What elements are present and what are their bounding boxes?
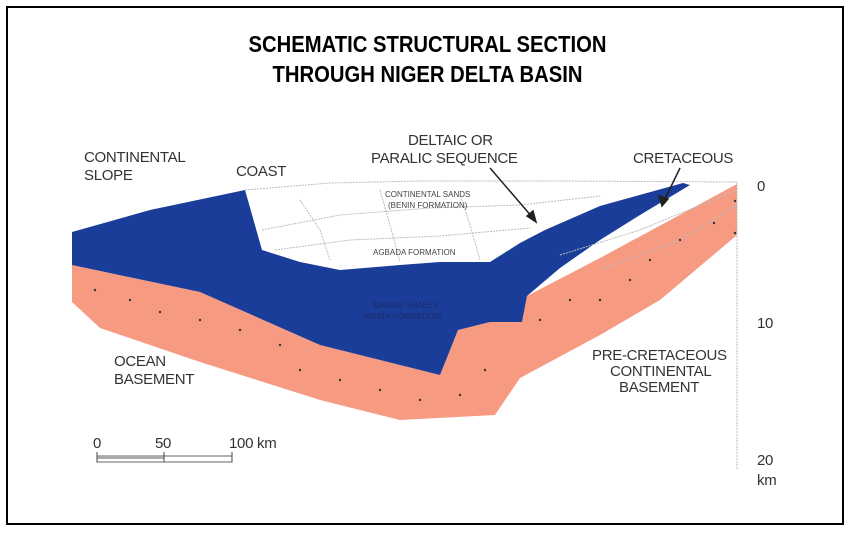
arrows (489, 167, 681, 224)
label-continental-slope: CONTINENTAL (84, 149, 186, 166)
label-pre-cretaceous: PRE-CRETACEOUS (592, 347, 727, 364)
depth-unit: km (757, 472, 777, 489)
frame-border (6, 6, 844, 525)
label-ocean-basement: BASEMENT (114, 371, 195, 388)
label-ocean: OCEAN (114, 353, 166, 370)
label-marine-shales: MARINE SHALES (373, 301, 438, 310)
scale-tick-100: 100 km (229, 435, 277, 452)
label-continental-sands: CONTINENTAL SANDS (385, 190, 471, 199)
marine-shales-layer (72, 183, 690, 375)
label-coast: COAST (236, 163, 287, 180)
label-akata-formation: (AKATA FORMATION) (363, 312, 443, 321)
label-benin-formation: (BENIN FORMATION) (388, 201, 468, 210)
label-paralic-sequence: PARALIC SEQUENCE (371, 150, 518, 167)
scale-tick-50: 50 (155, 435, 172, 452)
basement-dots (93, 199, 737, 402)
depth-tick-10: 10 (757, 315, 774, 332)
label-continental: CONTINENTAL (610, 363, 712, 380)
depth-tick-20: 20 (757, 452, 774, 469)
sediment-bedding-lines (244, 180, 738, 470)
scale-bar (96, 452, 233, 463)
label-cretaceous: CRETACEOUS (633, 150, 734, 167)
scale-tick-0: 0 (93, 435, 102, 452)
basement-layer (72, 184, 737, 420)
label-continental-slope-2: SLOPE (84, 167, 133, 184)
depth-tick-0: 0 (757, 178, 766, 195)
label-agbada-formation: AGBADA FORMATION (373, 248, 456, 257)
label-continental-basement: BASEMENT (619, 379, 700, 396)
title-line-2: THROUGH NIGER DELTA BASIN (272, 61, 583, 87)
label-deltaic: DELTAIC OR (408, 132, 493, 149)
title-line-1: SCHEMATIC STRUCTURAL SECTION (248, 31, 607, 57)
